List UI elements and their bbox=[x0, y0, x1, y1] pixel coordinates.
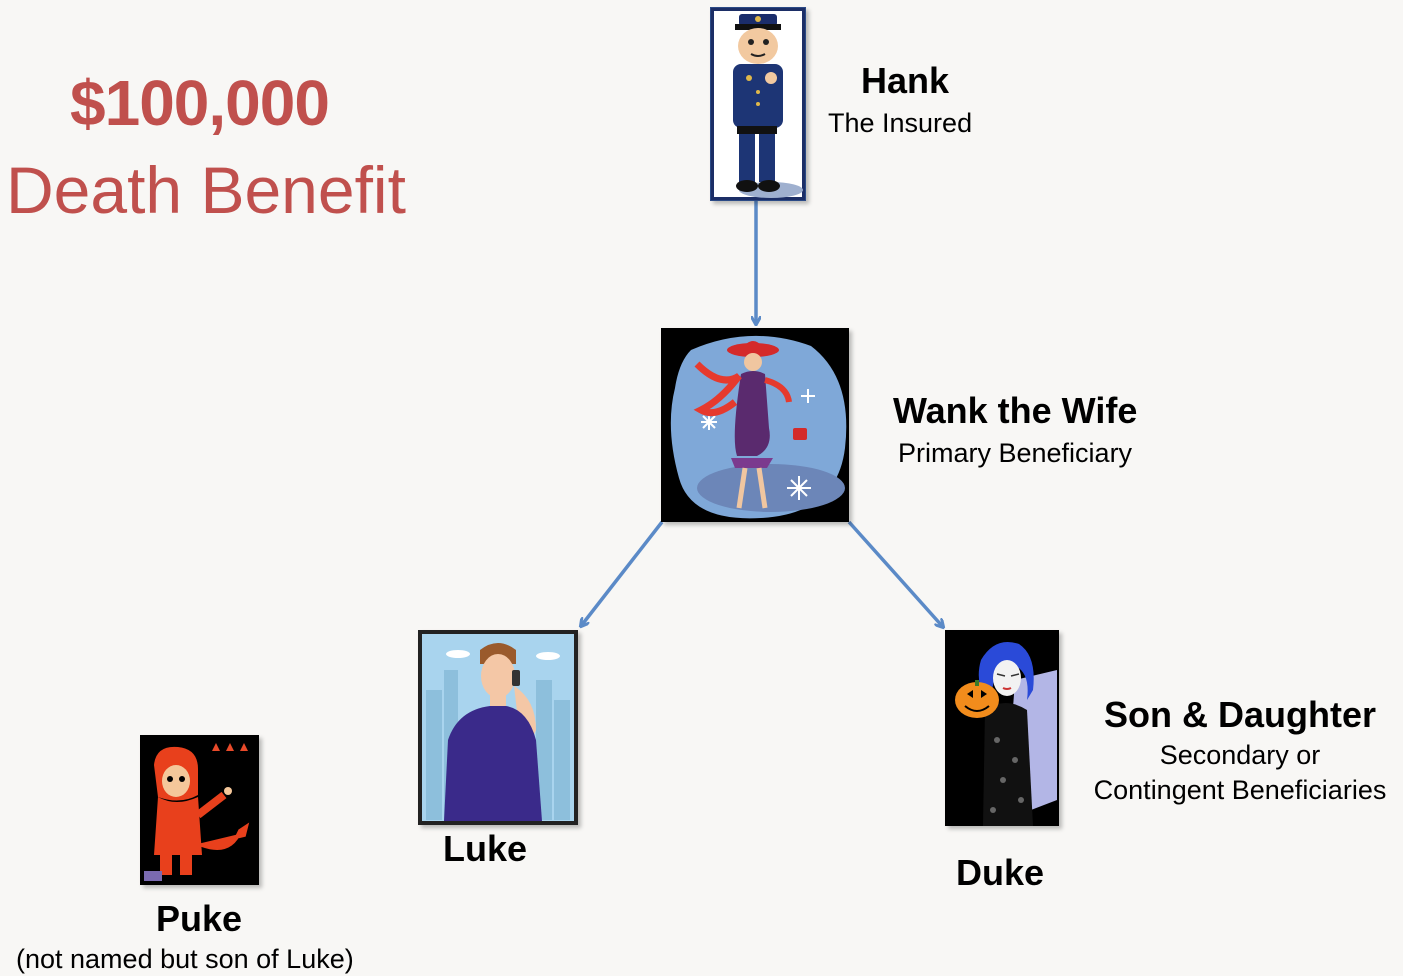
death-benefit-amount: $100,000 bbox=[70, 67, 330, 139]
police-officer-icon bbox=[710, 7, 806, 201]
wank-role: Primary Beneficiary bbox=[898, 438, 1133, 468]
arrow-wank-to-luke bbox=[581, 520, 664, 626]
man-on-phone-icon bbox=[418, 630, 578, 825]
duke-name: Duke bbox=[956, 852, 1045, 893]
puke-name: Puke bbox=[156, 898, 243, 939]
woman-in-red-hat-icon bbox=[661, 328, 849, 522]
wank-name: Wank the Wife bbox=[893, 390, 1138, 431]
death-benefit-label: Death Benefit bbox=[6, 153, 406, 227]
hank-name: Hank bbox=[861, 60, 950, 101]
children-group-label: Son & Daughter Secondary or Contingent B… bbox=[1078, 694, 1402, 806]
children-group-line2: Contingent Beneficiaries bbox=[1093, 775, 1387, 805]
children-group-line1: Secondary or bbox=[1159, 740, 1321, 770]
puke-note: (not named but son of Luke) bbox=[16, 944, 354, 974]
hank-role: The Insured bbox=[828, 108, 973, 138]
luke-name: Luke bbox=[443, 828, 528, 869]
red-devil-icon bbox=[140, 735, 259, 885]
arrow-wank-to-duke bbox=[847, 520, 943, 627]
children-group-title: Son & Daughter bbox=[1103, 694, 1376, 735]
woman-with-pumpkin-icon bbox=[945, 630, 1059, 826]
